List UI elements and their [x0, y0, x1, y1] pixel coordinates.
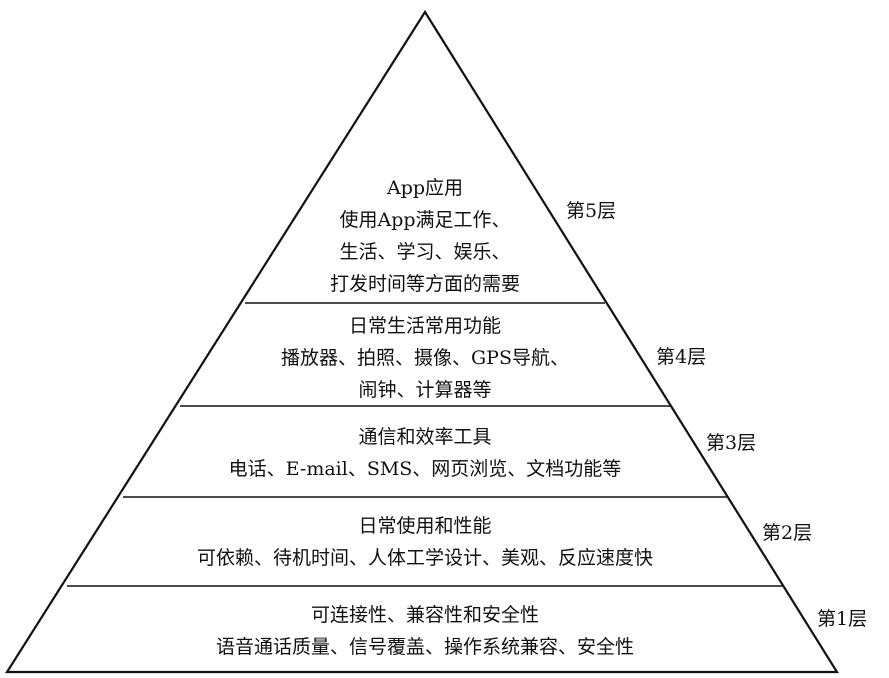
layer-2-line: 可依赖、待机时间、人体工学设计、美观、反应速度快: [196, 547, 654, 569]
layer-5-title: App应用: [386, 177, 464, 199]
layer-4-title: 日常生活常用功能: [348, 315, 502, 337]
layer-5-text: App应用 使用App满足工作、 生活、学习、娱乐、 打发时间等方面的需要: [330, 172, 520, 300]
layer-1-label: 第1层: [817, 608, 868, 630]
layer-2-label: 第2层: [762, 522, 813, 544]
layer-2-text: 日常使用和性能 可依赖、待机时间、人体工学设计、美观、反应速度快: [197, 510, 653, 574]
layer-5-line: 使用App满足工作、: [339, 209, 511, 231]
layer-4-text: 日常生活常用功能 播放器、拍照、摄像、GPS导航、 闹钟、计算器等: [281, 310, 569, 406]
layer-1-title: 可连接性、兼容性和安全性: [310, 604, 540, 626]
layer-4-label: 第4层: [656, 346, 707, 368]
layer-5-label: 第5层: [566, 200, 617, 222]
layer-5-line: 打发时间等方面的需要: [329, 273, 521, 295]
layer-1-text: 可连接性、兼容性和安全性 语音通话质量、信号覆盖、操作系统兼容、安全性: [216, 599, 634, 663]
layer-5-line: 生活、学习、娱乐、: [339, 241, 511, 263]
layer-3-text: 通信和效率工具 电话、E-mail、SMS、网页浏览、文档功能等: [229, 421, 622, 485]
layer-3-label: 第3层: [706, 432, 757, 454]
pyramid-outline: [5, 9, 839, 674]
layer-2-title: 日常使用和性能: [358, 515, 492, 537]
layer-3-title: 通信和效率工具: [358, 426, 492, 448]
layer-4-line: 闹钟、计算器等: [358, 379, 492, 401]
layer-1-line: 语音通话质量、信号覆盖、操作系统兼容、安全性: [215, 636, 635, 658]
layer-3-line: 电话、E-mail、SMS、网页浏览、文档功能等: [228, 458, 622, 480]
layer-4-line: 播放器、拍照、摄像、GPS导航、: [281, 347, 569, 369]
